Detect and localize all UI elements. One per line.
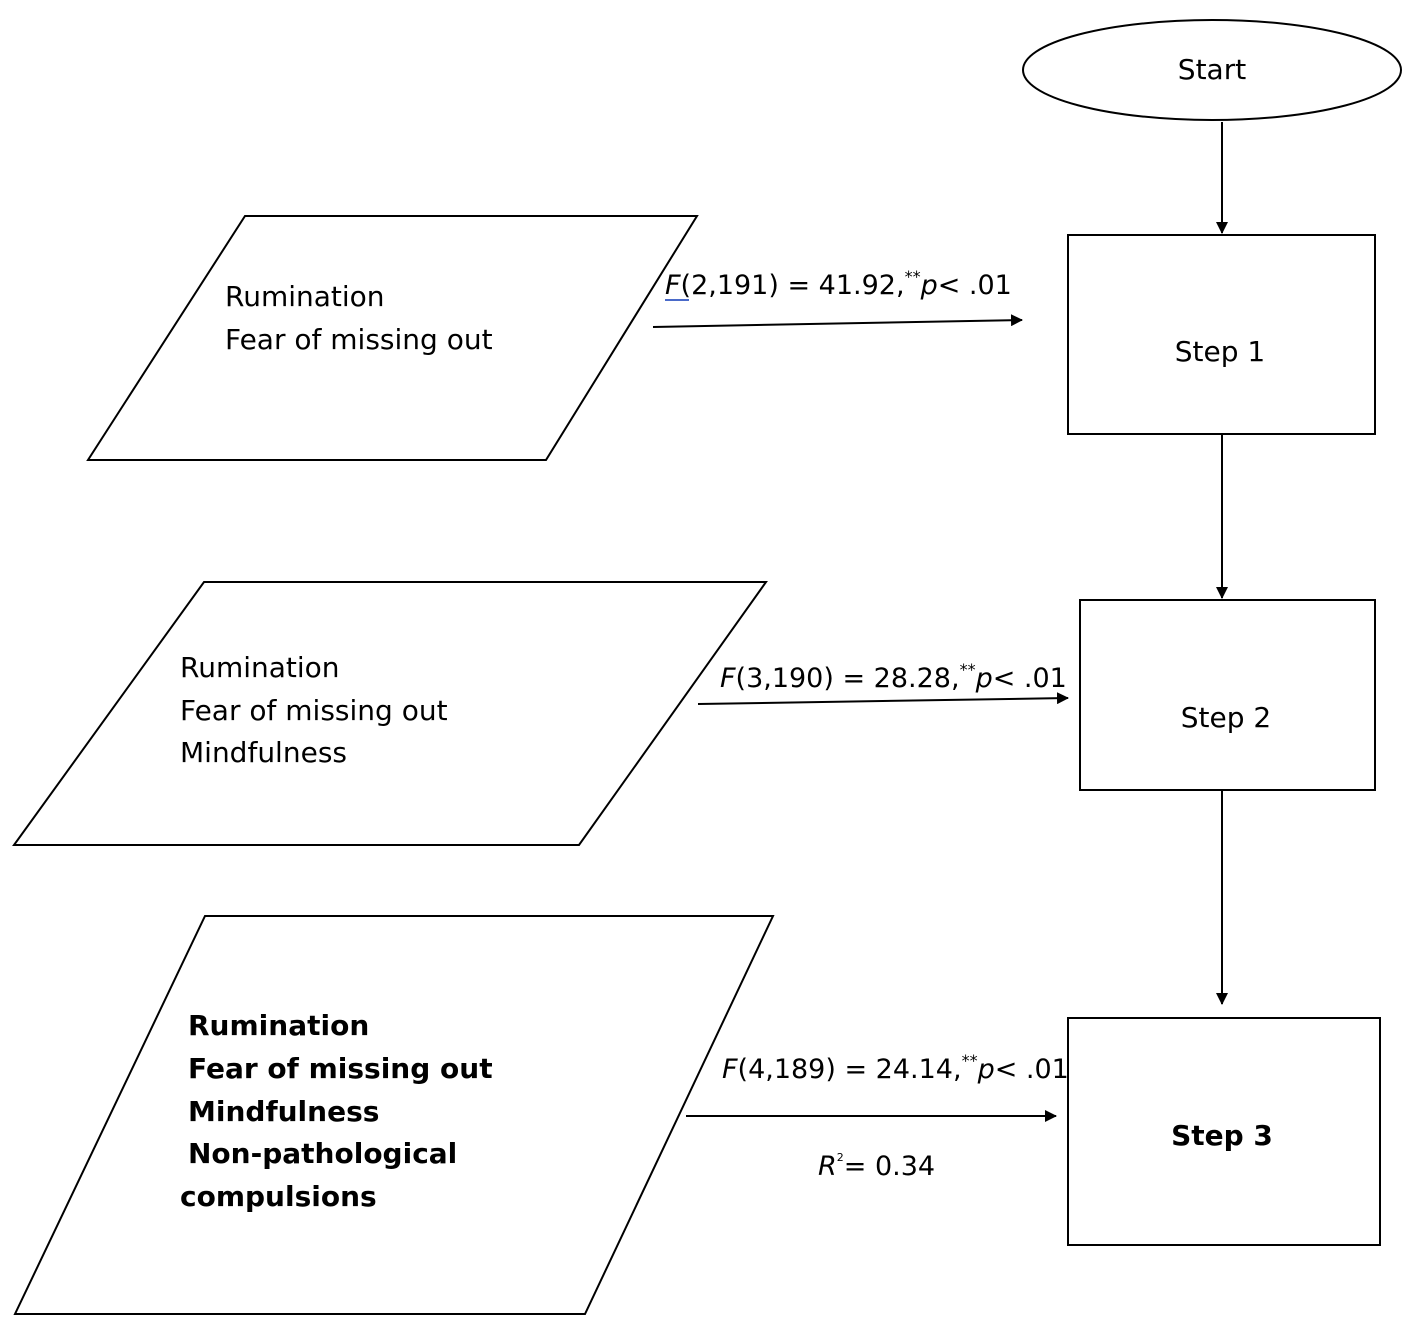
input-3-line-1: Rumination <box>188 1009 369 1042</box>
step-2-label: Step 2 <box>1181 701 1271 734</box>
input-1-line-1: Rumination <box>225 280 385 313</box>
input-3-line-3: Mindfulness <box>188 1095 379 1128</box>
input-2-line-2: Fear of missing out <box>180 694 448 727</box>
step-1-box <box>1067 234 1376 435</box>
arrow-input2-to-step2 <box>697 692 1069 705</box>
input-3-line-4: Non-pathological <box>188 1137 457 1170</box>
input-1-parallelogram <box>86 215 699 461</box>
input-2-parallelogram <box>12 581 768 846</box>
arrow-input1-to-step1 <box>652 314 1023 328</box>
input-2-line-3: Mindfulness <box>180 736 347 769</box>
r-squared-label: R2= 0.34 <box>818 1151 935 1182</box>
input-1-line-2: Fear of missing out <box>225 323 493 356</box>
stat-3-label: F(4,189) = 24.14,**p< .01 <box>722 1051 1069 1085</box>
input-2-line-1: Rumination <box>180 651 340 684</box>
start-label: Start <box>1178 53 1246 86</box>
start-terminal <box>1022 19 1402 121</box>
step-3-label: Step 3 <box>1171 1119 1273 1152</box>
stat-2-label: F(3,190) = 28.28,**p< .01 <box>720 660 1067 694</box>
input-3-line-2: Fear of missing out <box>188 1052 493 1085</box>
input-3-parallelogram <box>13 915 775 1315</box>
input-3-line-5: compulsions <box>180 1180 377 1213</box>
step-2-box <box>1079 599 1376 791</box>
step-1-label: Step 1 <box>1175 335 1265 368</box>
step-3-box <box>1067 1017 1381 1246</box>
stat-1-label: F(2,191) = 41.92,**p< .01 <box>665 267 1012 301</box>
